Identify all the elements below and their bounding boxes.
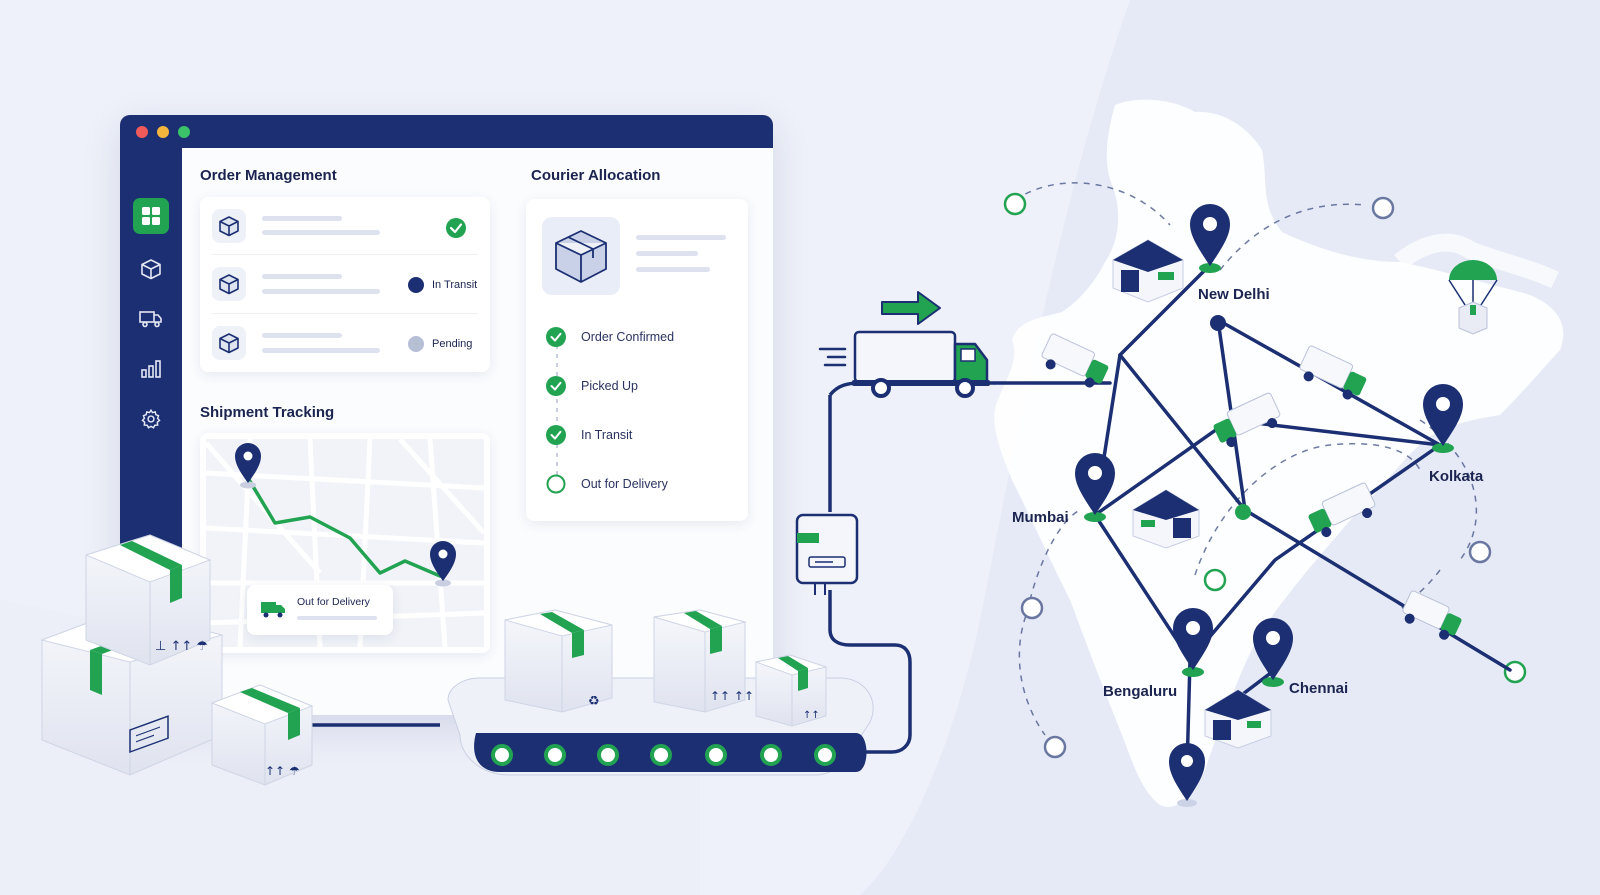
destination-pin-icon <box>430 541 456 587</box>
svg-text:↑↑ ↑↑: ↑↑ ↑↑ <box>710 689 754 703</box>
warehouses <box>1112 239 1272 749</box>
gray-dot-icon <box>408 336 424 352</box>
svg-text:♻: ♻ <box>588 694 600 709</box>
parachute-package <box>1448 260 1498 335</box>
step-label: Picked Up <box>581 379 638 393</box>
delivery-truck <box>852 330 990 398</box>
placeholder-line <box>262 333 342 338</box>
sidebar-item-shipments[interactable] <box>133 301 169 337</box>
maximize-dot[interactable] <box>178 126 190 138</box>
row-divider <box>212 254 478 255</box>
placeholder-line <box>636 251 698 256</box>
placeholder-line <box>262 348 380 353</box>
svg-text:↑↑ ☂: ↑↑ ☂ <box>265 764 300 778</box>
shipment-tracking-title: Shipment Tracking <box>200 404 335 421</box>
map-trucks <box>1041 333 1462 640</box>
truck-icon <box>139 311 162 328</box>
conveyor-box-2: ↑↑ ↑↑ <box>653 609 754 713</box>
box-top: ⊥ ↑↑ ☂ <box>84 534 212 666</box>
step-label: Out for Delivery <box>581 477 668 491</box>
check-circle-icon <box>546 376 566 396</box>
placeholder-line <box>262 216 342 221</box>
close-dot[interactable] <box>136 126 148 138</box>
svg-text:⊥ ↑↑ ☂: ⊥ ↑↑ ☂ <box>155 639 208 654</box>
package-icon <box>212 267 246 301</box>
package-icon <box>555 230 607 283</box>
gear-icon <box>141 408 161 429</box>
city-label-bengaluru: Bengaluru <box>1103 683 1178 700</box>
sidebar-item-settings[interactable] <box>133 401 169 437</box>
order-management-title: Order Management <box>200 167 337 184</box>
city-label-mumbai: Mumbai <box>1012 509 1069 526</box>
sidebar-item-dashboard[interactable] <box>133 198 169 234</box>
placeholder-line <box>262 230 380 235</box>
city-label-kolkata: Kolkata <box>1429 468 1484 485</box>
navy-dot-icon <box>408 277 424 293</box>
courier-allocation-card: Order Confirmed Picked Up In Transit Out… <box>526 199 748 521</box>
truck-icon <box>261 602 285 618</box>
scanner-device <box>795 513 859 595</box>
step-label: In Transit <box>581 428 633 442</box>
out-for-delivery-badge: Out for Delivery <box>247 585 393 635</box>
order-management-card: In Transit Pending <box>200 197 490 372</box>
order-status-label: Pending <box>432 338 473 350</box>
out-for-delivery-label: Out for Delivery <box>297 596 370 608</box>
package-icon <box>212 326 246 360</box>
package-icon <box>141 259 161 280</box>
placeholder-line <box>262 274 342 279</box>
placeholder-line <box>636 235 726 240</box>
grid-icon <box>142 207 160 225</box>
map-pins <box>1075 204 1463 807</box>
steps-connector <box>556 345 558 495</box>
origin-pin-icon <box>235 443 261 489</box>
window-titlebar <box>120 115 773 148</box>
courier-allocation-title: Courier Allocation <box>531 167 661 184</box>
placeholder-line <box>297 616 377 620</box>
placeholder-line <box>636 267 710 272</box>
conveyor-box-1: ♻ <box>504 609 613 713</box>
box-small: ↑↑ ☂ <box>210 684 314 786</box>
bar-chart-icon <box>141 360 161 378</box>
order-status-label: In Transit <box>432 279 478 291</box>
step-label: Order Confirmed <box>581 330 675 344</box>
conveyor-box-3: ↑↑ <box>754 654 828 727</box>
check-circle-icon <box>446 218 466 238</box>
row-divider <box>212 313 478 314</box>
sidebar-item-orders[interactable] <box>133 251 169 287</box>
city-label-new-delhi: New Delhi <box>1198 286 1270 303</box>
svg-text:↑↑: ↑↑ <box>803 710 820 721</box>
app-window: Order Management In Transit <box>120 115 773 715</box>
check-circle-icon <box>546 425 566 445</box>
package-thumbnail <box>542 217 620 295</box>
placeholder-line <box>262 289 380 294</box>
sidebar-item-analytics[interactable] <box>133 351 169 387</box>
forward-arrow-icon <box>881 291 941 325</box>
package-icon <box>212 209 246 243</box>
check-circle-icon <box>546 327 566 347</box>
tracking-map-card[interactable]: Out for Delivery <box>200 433 490 653</box>
city-label-chennai: Chennai <box>1289 680 1349 697</box>
empty-circle-icon <box>546 474 566 494</box>
minimize-dot[interactable] <box>157 126 169 138</box>
